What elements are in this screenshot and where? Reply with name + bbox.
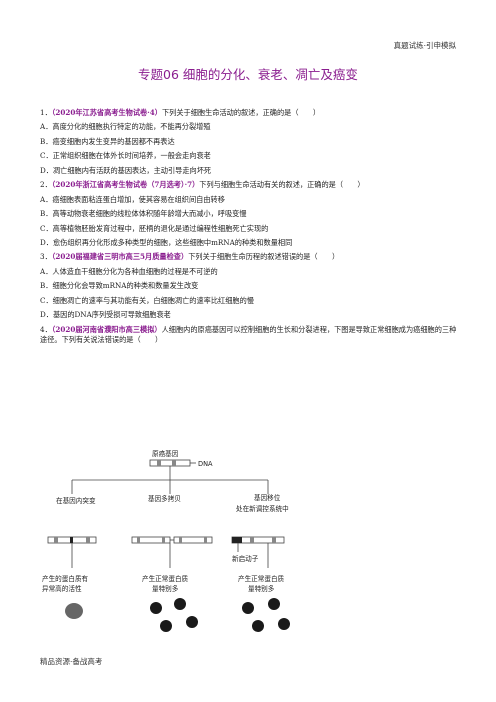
- gene-bar: [149, 459, 191, 467]
- result-amplification-2: 量特别多: [152, 584, 179, 593]
- option-b: B．细胞分化会导致mRNA的种类和数量发生改变: [40, 281, 199, 291]
- result-mutation-1: 产生的蛋白质有: [42, 574, 89, 583]
- amplified-genes: [131, 536, 213, 544]
- question-1: 1．（2020年江苏省高考生物试卷·4）下列关于细胞生命活动的叙述，正确的是（ …: [40, 108, 458, 176]
- protein-icon: [150, 602, 162, 614]
- question-list: 1．（2020年江苏省高考生物试卷·4）下列关于细胞生命活动的叙述，正确的是（ …: [40, 108, 458, 349]
- protein-icon: [186, 616, 198, 628]
- proto-oncogene: 原癌基因 DNA: [149, 449, 213, 468]
- protein-shapes: [65, 598, 290, 632]
- branch-translocation-label-2: 处在新调控系统中: [236, 504, 289, 513]
- question-3: 3．（2020届福建省三明市高三5月质量检查）下列关于细胞生命历程的叙述错误的是…: [40, 252, 458, 320]
- question-stem: 下列关于细胞生命历程的叙述错误的是（ ）: [188, 252, 340, 262]
- gene-band: [86, 537, 90, 543]
- protein-icon: [242, 602, 254, 614]
- protein-icon: [252, 620, 264, 632]
- branch-amplification-label: 基因多拷贝: [148, 494, 181, 503]
- option-a: A．人体造血干细胞分化为各种血细胞的过程是不可逆的: [40, 266, 218, 276]
- page-title: 专题06 细胞的分化、衰老、凋亡及癌变: [138, 67, 358, 82]
- question-stem: 人细胞内的原癌基因可以控制细胞的生长和分裂进程，下图是导致正常细胞成为癌细胞的三…: [40, 324, 457, 344]
- dna-label: DNA: [198, 460, 213, 468]
- result-translocation-1: 产生正常蛋白质: [238, 574, 285, 583]
- option-d: D．凋亡细胞内有活跃的基因表达，主动引导走向坏死: [40, 165, 212, 175]
- result-amplification-1: 产生正常蛋白质: [142, 574, 189, 583]
- question-number: 4．: [40, 324, 52, 334]
- option-c: C．高等植物胚胎发育过程中，胚柄的退化是通过编程性细胞死亡实现的: [40, 223, 269, 233]
- gene-copy: [131, 536, 171, 544]
- gene-band: [54, 537, 58, 543]
- gene-band: [272, 537, 276, 543]
- question-number: 2．: [40, 180, 52, 190]
- question-stem: 下列关于细胞生命活动的叙述，正确的是（ ）: [161, 108, 321, 117]
- header-tagline: 真题试练·引申模拟: [393, 41, 456, 50]
- question-number: 3．: [40, 252, 52, 262]
- gene-bar: [47, 536, 97, 544]
- gene-band: [162, 537, 165, 543]
- question-4: 4．（2020届河南省濮阳市高三模拟）人细胞内的原癌基因可以控制细胞的生长和分裂…: [40, 325, 458, 346]
- mutated-gene: [47, 536, 97, 544]
- option-c: C．正常组织细胞在体外长时间培养，一般会走向衰老: [40, 151, 211, 161]
- question-2: 2．（2020年浙江省高考生物试卷（7月选考）·7）下列与细胞生命活动有关的叙述…: [40, 180, 458, 248]
- footer-tagline: 精品资源·备战高考: [40, 657, 103, 666]
- translocated-gene: 新启动子: [231, 536, 285, 563]
- option-b: B．癌变细胞内发生变异的基因都不再表达: [40, 136, 175, 146]
- proto-oncogene-label: 原癌基因: [152, 449, 179, 458]
- gene-copy: [173, 536, 213, 544]
- new-promoter-label: 新启动子: [232, 554, 259, 563]
- gene-band: [137, 537, 140, 543]
- branch-mutation-label: 在基因内突变: [56, 496, 96, 505]
- down-arrows: [71, 543, 269, 568]
- protein-icon: [174, 598, 186, 610]
- result-translocation-2: 量特别多: [248, 584, 275, 593]
- result-mutation-2: 异常高的活性: [42, 584, 82, 593]
- new-promoter-block: [232, 537, 242, 543]
- question-source: （2020年浙江省高考生物试卷（7月选考）·7）: [51, 180, 200, 190]
- question-stem: 下列与细胞生命活动有关的叙述，正确的是（ ）: [199, 180, 365, 190]
- branch-translocation-label-1: 基因移位: [254, 493, 281, 502]
- gene-band: [204, 537, 207, 543]
- option-a: A．癌细胞表面粘连蛋白增加，使其容易在组织间自由转移: [40, 194, 225, 204]
- gene-band: [250, 537, 254, 543]
- question-source: （2020届福建省三明市高三5月质量检查）: [51, 252, 189, 262]
- gene-bar: [231, 536, 285, 544]
- mutation-mark: [70, 537, 73, 543]
- question-number: 1．: [40, 108, 52, 117]
- question-source: （2020届河南省濮阳市高三模拟）: [51, 324, 162, 334]
- gene-band: [179, 537, 182, 543]
- option-b: B．高等动物衰老细胞的线粒体体积随年龄增大而减小，呼吸变慢: [40, 209, 247, 219]
- option-d: D．基因的DNA序列受损可导致细胞衰老: [40, 310, 171, 320]
- gene-band: [172, 460, 176, 466]
- option-a: A．高度分化的细胞执行特定的功能，不能再分裂增殖: [40, 122, 211, 132]
- protein-icon: [160, 620, 172, 632]
- option-d: D．愈伤组织再分化形成多种类型的细胞，这些细胞中mRNA的种类和数量相同: [40, 237, 293, 247]
- abnormal-protein-icon: [65, 603, 83, 619]
- question-source: （2020年江苏省高考生物试卷·4）: [51, 108, 162, 117]
- branch-connectors: [71, 466, 269, 494]
- option-c: C．细胞凋亡的速率与其功能有关，白细胞凋亡的速率比红细胞的慢: [40, 295, 254, 305]
- protein-icon: [268, 598, 280, 610]
- gene-band: [157, 460, 161, 466]
- protein-icon: [278, 618, 290, 630]
